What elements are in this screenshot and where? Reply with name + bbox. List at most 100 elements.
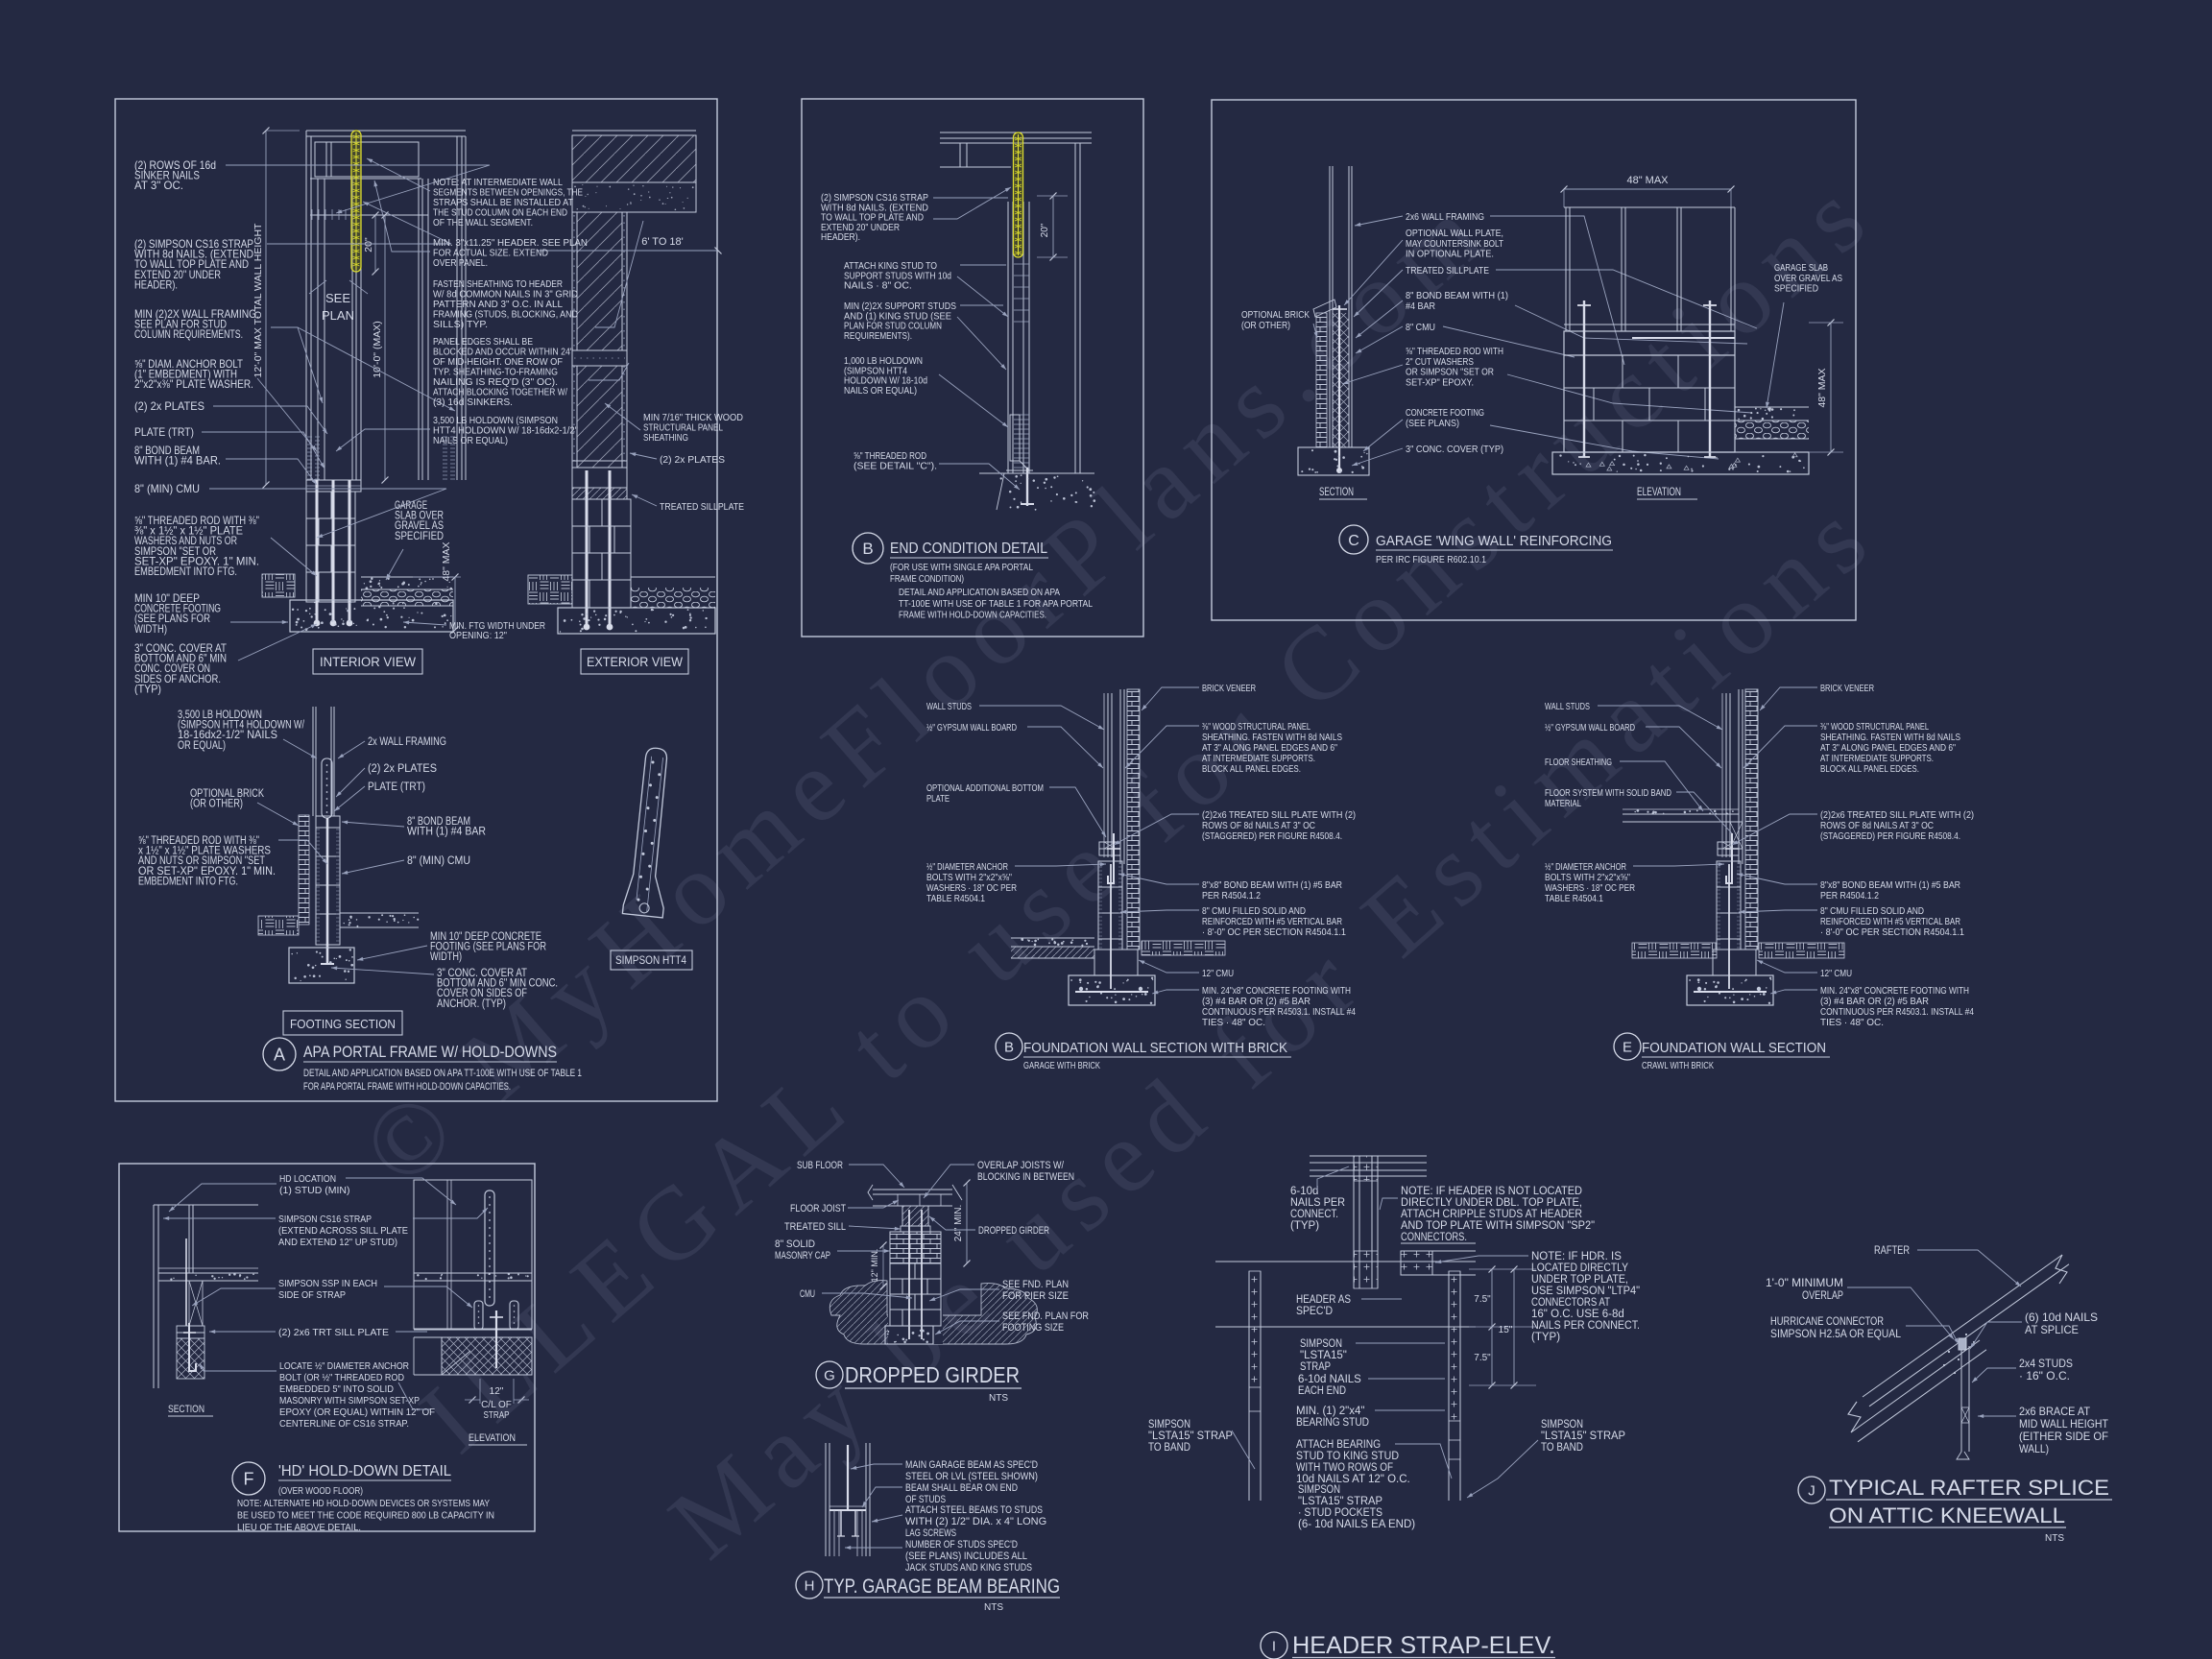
svg-text:WALL STUDS: WALL STUDS xyxy=(1545,702,1590,712)
svg-text:ROWS OF 8d NAILS AT 3" OC: ROWS OF 8d NAILS AT 3" OC xyxy=(1820,821,1934,831)
svg-text:CRAWL WITH BRICK: CRAWL WITH BRICK xyxy=(1642,1061,1714,1071)
svg-text:8" BOND BEAM: 8" BOND BEAM xyxy=(134,444,200,457)
svg-text:CONCRETE FOOTING: CONCRETE FOOTING xyxy=(134,602,221,615)
svg-text:SINKER NAILS: SINKER NAILS xyxy=(134,169,200,182)
svg-text:ATTACH BEARING: ATTACH BEARING xyxy=(1296,1439,1381,1451)
svg-text:C: C xyxy=(1348,533,1359,549)
svg-text:STUD TO KING STUD: STUD TO KING STUD xyxy=(1296,1451,1399,1462)
svg-text:8" CMU: 8" CMU xyxy=(1406,322,1435,333)
svg-text:HEADER AS: HEADER AS xyxy=(1296,1294,1351,1306)
svg-text:(2) SIMPSON CS16 STRAP: (2) SIMPSON CS16 STRAP xyxy=(821,192,928,204)
svg-text:AT INTERMEDIATE SUPPORTS.: AT INTERMEDIATE SUPPORTS. xyxy=(1202,754,1315,764)
svg-text:JACK STUDS AND KING STUDS: JACK STUDS AND KING STUDS xyxy=(905,1562,1032,1574)
svg-text:24" MIN.: 24" MIN. xyxy=(953,1205,964,1242)
svg-text:BRICK VENEER: BRICK VENEER xyxy=(1202,684,1256,694)
svg-text:⅝" THREADED ROD: ⅝" THREADED ROD xyxy=(854,450,926,462)
svg-text:AT 3" OC.: AT 3" OC. xyxy=(134,179,183,192)
svg-text:CONNECTORS AT: CONNECTORS AT xyxy=(1531,1297,1610,1309)
svg-text:8"x8" BOND BEAM WITH (1) #5 BA: 8"x8" BOND BEAM WITH (1) #5 BAR xyxy=(1820,880,1960,891)
svg-text:SEE PLAN FOR STUD: SEE PLAN FOR STUD xyxy=(134,318,227,331)
svg-text:SHEATHING: SHEATHING xyxy=(643,432,688,444)
svg-text:½" GYPSUM WALL BOARD: ½" GYPSUM WALL BOARD xyxy=(1545,723,1635,733)
svg-text:3" CONC. COVER AT: 3" CONC. COVER AT xyxy=(437,968,527,979)
svg-text:SIMPSON: SIMPSON xyxy=(1148,1419,1190,1431)
svg-text:EXTEND 20" UNDER: EXTEND 20" UNDER xyxy=(134,268,221,281)
svg-text:TO BAND: TO BAND xyxy=(1148,1442,1190,1454)
svg-text:STRAPS SHALL BE INSTALLED AT: STRAPS SHALL BE INSTALLED AT xyxy=(433,197,574,208)
svg-text:OVERLAP JOISTS W/: OVERLAP JOISTS W/ xyxy=(977,1160,1065,1171)
svg-text:FOUNDATION WALL SECTION WITH B: FOUNDATION WALL SECTION WITH BRICK xyxy=(1023,1040,1287,1056)
svg-text:· STUD POCKETS: · STUD POCKETS xyxy=(1298,1507,1382,1519)
svg-text:DROPPED GIRDER: DROPPED GIRDER xyxy=(845,1362,1020,1387)
svg-text:SEE FND. PLAN: SEE FND. PLAN xyxy=(1002,1279,1069,1290)
svg-text:· 16" O.C.: · 16" O.C. xyxy=(2019,1369,2070,1382)
svg-text:INTERIOR VIEW: INTERIOR VIEW xyxy=(320,655,416,669)
svg-text:SET-XP" EPOXY. 1" MIN.: SET-XP" EPOXY. 1" MIN. xyxy=(134,554,259,567)
svg-text:TO WALL TOP PLATE AND: TO WALL TOP PLATE AND xyxy=(134,257,249,271)
svg-text:2x WALL FRAMING: 2x WALL FRAMING xyxy=(368,736,446,748)
svg-text:3" CONC. COVER (TYP): 3" CONC. COVER (TYP) xyxy=(1406,444,1503,455)
svg-text:COLUMN REQUIREMENTS.: COLUMN REQUIREMENTS. xyxy=(134,327,243,341)
svg-text:NTS: NTS xyxy=(984,1602,1003,1613)
svg-text:SPECIFIED: SPECIFIED xyxy=(395,529,444,542)
svg-text:EACH END: EACH END xyxy=(1298,1385,1346,1397)
svg-text:ATTACH BLOCKING TOGETHER W/: ATTACH BLOCKING TOGETHER W/ xyxy=(433,387,567,398)
svg-text:PANEL EDGES SHALL BE: PANEL EDGES SHALL BE xyxy=(433,336,533,348)
svg-text:MIN 10" DEEP CONCRETE: MIN 10" DEEP CONCRETE xyxy=(430,931,541,943)
svg-text:HOLDOWN W/ 18-10d: HOLDOWN W/ 18-10d xyxy=(844,375,927,387)
svg-text:3,500 LB HOLDOWN: 3,500 LB HOLDOWN xyxy=(178,709,262,721)
svg-text:BE USED TO MEET THE CODE REQUI: BE USED TO MEET THE CODE REQUIRED 800 LB… xyxy=(237,1510,494,1522)
svg-text:WITH TWO ROWS OF: WITH TWO ROWS OF xyxy=(1296,1462,1393,1474)
svg-text:12'-0" MAX TOTAL WALL HEIGHT: 12'-0" MAX TOTAL WALL HEIGHT xyxy=(252,223,264,378)
svg-text:10'-0" (MAX): 10'-0" (MAX) xyxy=(372,321,383,377)
svg-text:(FOR USE WITH SINGLE APA PORTA: (FOR USE WITH SINGLE APA PORTAL xyxy=(890,562,1033,573)
svg-text:8" BOND BEAM WITH (1): 8" BOND BEAM WITH (1) xyxy=(1406,290,1508,301)
svg-text:BEAM SHALL BEAR ON END: BEAM SHALL BEAR ON END xyxy=(905,1482,1018,1494)
svg-text:TABLE R4504.1: TABLE R4504.1 xyxy=(1545,894,1603,904)
svg-text:USE SIMPSON "LTP4": USE SIMPSON "LTP4" xyxy=(1531,1286,1640,1297)
svg-text:AND NUTS OR SIMPSON "SET: AND NUTS OR SIMPSON "SET xyxy=(138,855,265,867)
svg-text:CONCRETE FOOTING: CONCRETE FOOTING xyxy=(1406,407,1484,419)
svg-text:⅝" THREADED ROD WITH: ⅝" THREADED ROD WITH xyxy=(1406,346,1503,357)
svg-text:LIEU OF THE ABOVE DETAIL.: LIEU OF THE ABOVE DETAIL. xyxy=(237,1522,361,1533)
svg-text:48" MAX: 48" MAX xyxy=(1626,175,1669,186)
svg-text:H: H xyxy=(805,1577,815,1594)
svg-text:8" (MIN) CMU: 8" (MIN) CMU xyxy=(407,855,470,867)
svg-text:A: A xyxy=(274,1046,285,1065)
svg-text:8" BOND BEAM: 8" BOND BEAM xyxy=(407,816,470,828)
svg-text:MATERIAL: MATERIAL xyxy=(1545,799,1581,809)
svg-text:EMBEDMENT INTO FTG.: EMBEDMENT INTO FTG. xyxy=(138,876,238,887)
svg-text:CMU: CMU xyxy=(800,1288,815,1300)
svg-text:EXTERIOR VIEW: EXTERIOR VIEW xyxy=(587,655,683,669)
svg-text:TREATED SILLPLATE: TREATED SILLPLATE xyxy=(1406,265,1489,276)
svg-text:(EITHER SIDE OF: (EITHER SIDE OF xyxy=(2019,1430,2108,1443)
svg-text:⅝" THREADED ROD WITH ⅜": ⅝" THREADED ROD WITH ⅜" xyxy=(134,514,259,527)
svg-text:TREATED SILLPLATE: TREATED SILLPLATE xyxy=(660,501,744,513)
svg-text:HD LOCATION: HD LOCATION xyxy=(279,1173,336,1185)
svg-text:15": 15" xyxy=(1499,1325,1513,1335)
svg-text:NOTE: IF HEADER IS NOT LOCATED: NOTE: IF HEADER IS NOT LOCATED xyxy=(1401,1186,1582,1197)
svg-text:NAILS PER CONNECT.: NAILS PER CONNECT. xyxy=(1531,1320,1640,1332)
svg-text:(3) 16d SINKERS.: (3) 16d SINKERS. xyxy=(433,397,513,408)
svg-text:½" DIAMETER ANCHOR: ½" DIAMETER ANCHOR xyxy=(1545,862,1626,873)
svg-text:8" (MIN) CMU: 8" (MIN) CMU xyxy=(134,482,200,495)
svg-text:HEADER STRAP-ELEV.: HEADER STRAP-ELEV. xyxy=(1292,1632,1555,1659)
svg-text:WITH 8d NAILS. (EXTEND: WITH 8d NAILS. (EXTEND xyxy=(821,202,928,213)
svg-text:ELEVATION: ELEVATION xyxy=(469,1432,516,1444)
svg-text:8" CMU FILLED SOLID AND: 8" CMU FILLED SOLID AND xyxy=(1202,906,1306,917)
svg-text:OR SET-XP" EPOXY. 1" MIN.: OR SET-XP" EPOXY. 1" MIN. xyxy=(138,866,276,878)
svg-text:CONNECT.: CONNECT. xyxy=(1290,1209,1338,1220)
svg-text:12": 12" xyxy=(490,1386,504,1397)
svg-text:½" DIAMETER ANCHOR: ½" DIAMETER ANCHOR xyxy=(926,862,1008,873)
svg-text:NOTE: IF HDR. IS: NOTE: IF HDR. IS xyxy=(1531,1251,1622,1262)
svg-text:STEEL OR LVL (STEEL SHOWN): STEEL OR LVL (STEEL SHOWN) xyxy=(905,1471,1038,1482)
svg-text:AT INTERMEDIATE SUPPORTS.: AT INTERMEDIATE SUPPORTS. xyxy=(1820,754,1934,764)
svg-text:WITH (1) #4 BAR: WITH (1) #4 BAR xyxy=(407,827,486,838)
svg-text:OVER GRAVEL AS: OVER GRAVEL AS xyxy=(1774,273,1842,284)
svg-text:DETAIL AND APPLICATION BASED O: DETAIL AND APPLICATION BASED ON APA xyxy=(899,587,1060,598)
svg-text:(EXTEND ACROSS SILL PLATE: (EXTEND ACROSS SILL PLATE xyxy=(278,1225,408,1237)
svg-text:WIDTH): WIDTH) xyxy=(134,622,167,636)
svg-text:APA PORTAL FRAME W/ HOLD-DOWNS: APA PORTAL FRAME W/ HOLD-DOWNS xyxy=(303,1044,557,1061)
svg-text:OF THE WALL SEGMENT.: OF THE WALL SEGMENT. xyxy=(433,217,533,228)
svg-text:TO BAND: TO BAND xyxy=(1541,1442,1583,1454)
